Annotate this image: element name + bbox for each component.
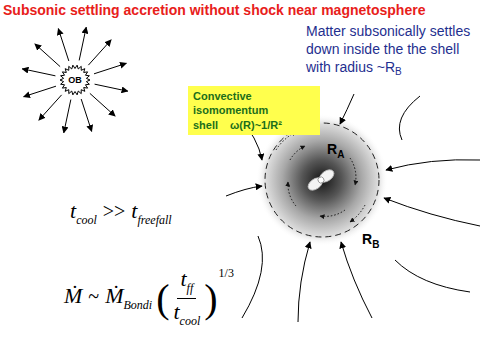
convective-loop bbox=[350, 158, 356, 185]
flow-line bbox=[340, 94, 354, 124]
magnetosphere bbox=[306, 167, 336, 192]
formula-part: Ṁ bbox=[64, 283, 82, 308]
wind-ray bbox=[81, 99, 92, 131]
radius-label: A bbox=[337, 149, 344, 160]
star-shape bbox=[60, 65, 90, 95]
formula-part: cool bbox=[180, 314, 201, 328]
flow-line bbox=[395, 260, 470, 292]
formula-segment: Ṁ~ṀBondi bbox=[64, 285, 152, 313]
magnetosphere-lobe bbox=[317, 167, 336, 184]
wind-rays bbox=[22, 27, 128, 133]
formula-part: ~ bbox=[88, 285, 99, 307]
flow-line bbox=[399, 96, 420, 140]
title: Subsonic settling accretion without shoc… bbox=[3, 2, 425, 18]
formula-part: 1/3 bbox=[219, 266, 234, 281]
callout-box: Convective isomomentum shellω(R)~1/R² bbox=[188, 86, 320, 135]
wind-ray bbox=[39, 95, 62, 120]
wind-ray bbox=[64, 100, 71, 133]
radius-label-group: RB bbox=[362, 230, 379, 250]
radius-label: R bbox=[327, 141, 337, 157]
wind-ray bbox=[88, 40, 111, 65]
formula-part: ) bbox=[204, 276, 217, 321]
note-text: B bbox=[395, 66, 402, 77]
wind-ray bbox=[95, 84, 128, 91]
radius-label: B bbox=[372, 239, 379, 250]
wind-ray bbox=[94, 63, 126, 74]
formula-part: freefall bbox=[137, 213, 171, 227]
formula-part: t bbox=[70, 198, 76, 223]
formula-segment: ( bbox=[155, 279, 170, 319]
formula-part: >> bbox=[103, 200, 126, 222]
flow-line bbox=[298, 242, 310, 322]
bondi-radius-circle bbox=[265, 123, 379, 237]
formula-group: tcool>>tfreefall bbox=[70, 200, 172, 228]
formula-segment: ) bbox=[203, 279, 218, 319]
formula-part: t bbox=[131, 198, 137, 223]
convective-loop bbox=[290, 146, 305, 160]
wind-ray bbox=[22, 69, 55, 76]
formula-part: t bbox=[173, 299, 179, 324]
wind-ray bbox=[35, 44, 60, 67]
note-text: Matter subsonically settles down inside … bbox=[306, 23, 470, 75]
radius-label-group: RA bbox=[327, 140, 344, 160]
node-text: ω(R)~1/R² bbox=[230, 119, 282, 131]
note-group: Matter subsonically settles down inside … bbox=[306, 22, 478, 78]
formula-part: ( bbox=[156, 276, 169, 321]
flow-line bbox=[242, 236, 262, 318]
ob-star: OB bbox=[60, 65, 90, 95]
formula-group: Ṁ~ṀBondi(tfftcool)1/3 bbox=[64, 268, 234, 329]
formula-part: Bondi bbox=[123, 298, 152, 312]
magnetosphere-lobe bbox=[306, 175, 325, 192]
radius-label: R bbox=[362, 231, 372, 247]
formula-part: Ṁ bbox=[105, 283, 123, 308]
wind-ray bbox=[58, 29, 69, 61]
formula-part: cool bbox=[76, 213, 97, 227]
fraction-numerator: tff bbox=[177, 268, 196, 299]
flow-line bbox=[384, 198, 480, 226]
convective-loop bbox=[350, 205, 365, 222]
wind-ray bbox=[90, 93, 115, 116]
convective-loop bbox=[288, 182, 296, 206]
formula-part: ff bbox=[187, 281, 194, 295]
fraction: tfftcool bbox=[170, 268, 203, 329]
wind-ray bbox=[24, 86, 56, 97]
flow-line bbox=[226, 186, 262, 196]
convective-loop bbox=[320, 210, 345, 216]
formula-part: t bbox=[180, 266, 186, 291]
node-text: OB bbox=[68, 75, 82, 85]
convective-loops bbox=[276, 132, 365, 222]
neutron-star bbox=[317, 176, 325, 184]
flow-line bbox=[341, 242, 372, 318]
wind-ray bbox=[79, 27, 86, 60]
fraction-denominator: tcool bbox=[170, 299, 203, 329]
flow-lines bbox=[226, 94, 480, 322]
flow-line bbox=[386, 160, 480, 170]
